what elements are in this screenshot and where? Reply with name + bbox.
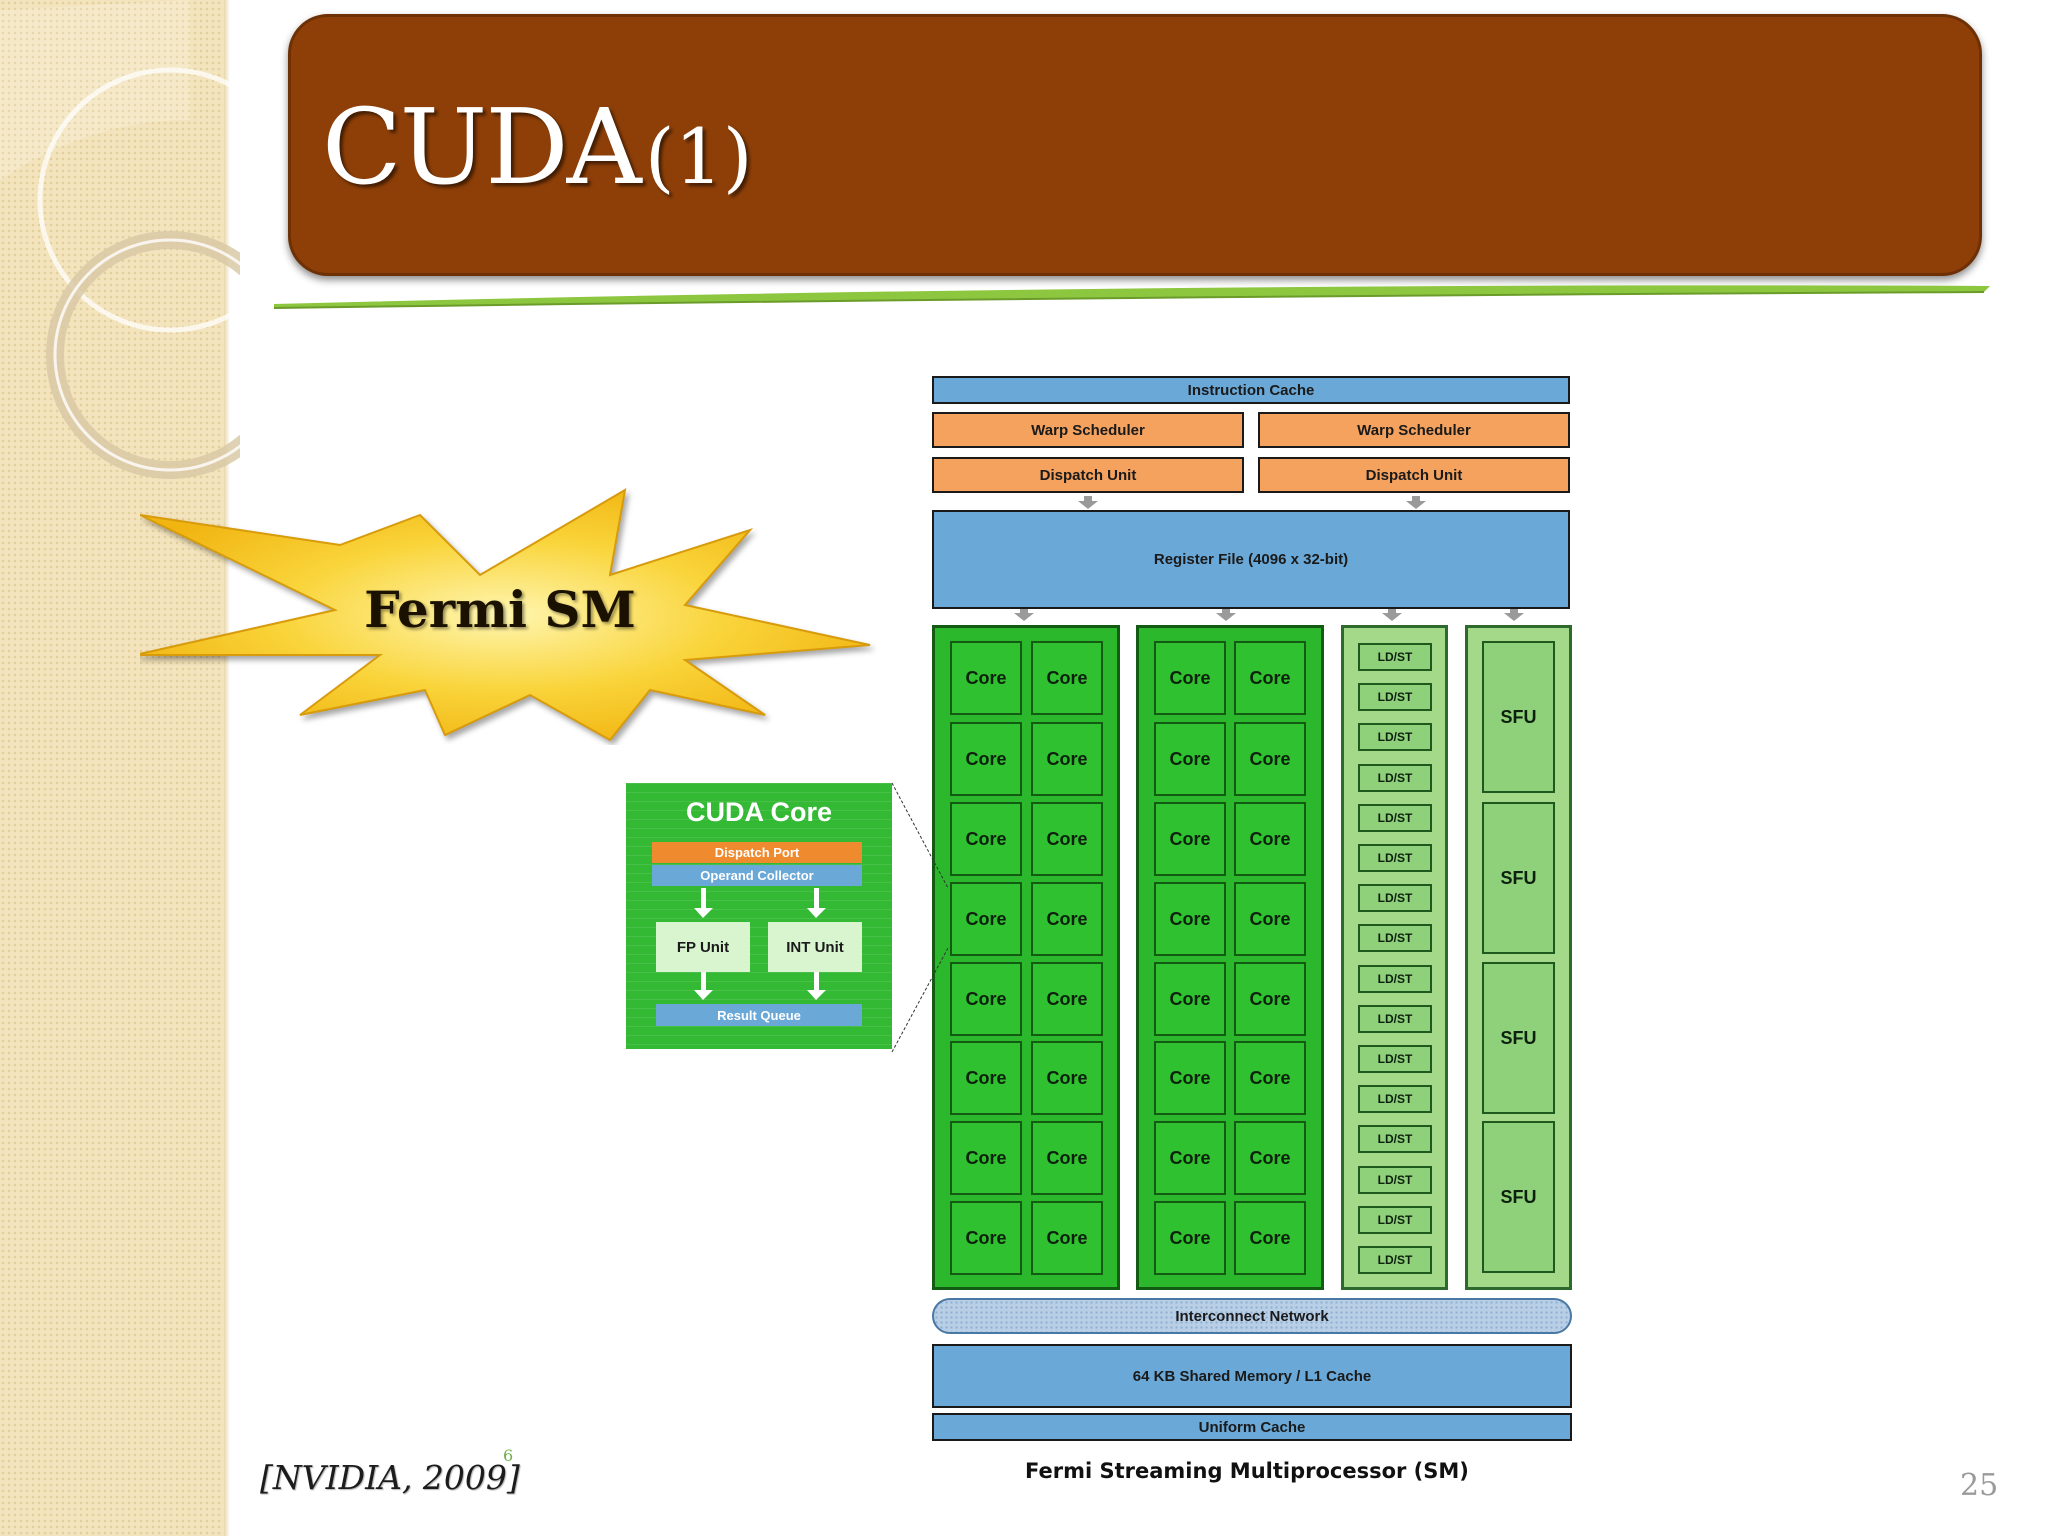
core-unit: Core [950,1041,1022,1115]
warp-scheduler-left: Warp Scheduler [932,412,1244,448]
cuda-core-title: CUDA Core [685,797,832,827]
starburst-shape [140,488,871,742]
core-unit: Core [950,641,1022,715]
ldst-unit: LD/ST [1358,804,1432,832]
core-unit: Core [1234,802,1306,876]
core-unit: Core [1154,1201,1226,1275]
core-unit: Core [950,802,1022,876]
sfu-unit: SFU [1482,802,1555,954]
core-flow-arrows [694,888,826,1000]
ldst-unit: LD/ST [1358,884,1432,912]
sm-caption: Fermi Streaming Multiprocessor (SM) [1025,1459,1469,1483]
core-unit: Core [1234,641,1306,715]
accent-underline [273,285,1990,309]
decorative-rings [0,0,240,479]
ldst-unit: LD/ST [1358,1246,1432,1274]
core-unit: Core [1154,641,1226,715]
core-unit: Core [950,882,1022,956]
core-unit: Core [1154,1121,1226,1195]
uniform-cache: Uniform Cache [932,1413,1572,1441]
core-unit: Core [1031,802,1103,876]
register-file: Register File (4096 x 32-bit) [932,510,1570,609]
int-unit: INT Unit [768,922,862,972]
core-unit: Core [1234,962,1306,1036]
warp-scheduler-right: Warp Scheduler [1258,412,1570,448]
ldst-unit: LD/ST [1358,1206,1432,1234]
dispatch-unit-left: Dispatch Unit [932,457,1244,493]
core-unit: Core [1031,722,1103,796]
core-unit: Core [1154,882,1226,956]
core-unit: Core [1234,882,1306,956]
sfu-unit: SFU [1482,641,1555,793]
result-queue: Result Queue [656,1004,862,1026]
ldst-unit: LD/ST [1358,683,1432,711]
core-unit: Core [950,1121,1022,1195]
instruction-cache: Instruction Cache [932,376,1570,404]
core-unit: Core [1031,1201,1103,1275]
core-unit: Core [1031,882,1103,956]
fp-unit: FP Unit [656,922,750,972]
core-unit: Core [950,1201,1022,1275]
interconnect-network: Interconnect Network [932,1298,1572,1334]
shared-memory-l1-cache: 64 KB Shared Memory / L1 Cache [932,1344,1572,1408]
title-suffix: (1) [644,112,753,201]
ldst-unit: LD/ST [1358,965,1432,993]
title-banner [288,14,1982,276]
core-unit: Core [1154,802,1226,876]
flow-arrows [1014,496,1524,621]
core-unit: Core [1031,641,1103,715]
ldst-unit: LD/ST [1358,643,1432,671]
core-unit: Core [1154,962,1226,1036]
dispatch-unit-right: Dispatch Unit [1258,457,1570,493]
core-unit: Core [1154,1041,1226,1115]
sfu-unit: SFU [1482,1121,1555,1273]
ldst-unit: LD/ST [1358,764,1432,792]
zoom-lines [891,782,949,1053]
slide-title: CUDA (1) [322,86,752,208]
core-unit: Core [1234,1121,1306,1195]
citation-reference: 6 [503,1446,514,1465]
ldst-unit: LD/ST [1358,1045,1432,1073]
ldst-unit: LD/ST [1358,1125,1432,1153]
core-unit: Core [1154,722,1226,796]
operand-collector: Operand Collector [652,865,862,886]
ldst-unit: LD/ST [1358,924,1432,952]
core-unit: Core [1234,722,1306,796]
burst-label: Fermi SM [364,580,636,639]
core-unit: Core [1234,1041,1306,1115]
page-number: 25 [1960,1468,1999,1503]
sfu-unit: SFU [1482,962,1555,1114]
ldst-unit: LD/ST [1358,844,1432,872]
core-unit: Core [1031,962,1103,1036]
core-unit: Core [1031,1121,1103,1195]
ldst-unit: LD/ST [1358,1166,1432,1194]
core-unit: Core [1234,1201,1306,1275]
ldst-unit: LD/ST [1358,723,1432,751]
title-main: CUDA [322,86,642,208]
strip-edge [224,0,230,1536]
core-unit: Core [950,722,1022,796]
citation: [NVIDIA, 2009] [260,1458,520,1497]
core-unit: Core [950,962,1022,1036]
core-unit: Core [1031,1041,1103,1115]
ldst-unit: LD/ST [1358,1085,1432,1113]
dispatch-port: Dispatch Port [652,842,862,863]
ldst-unit: LD/ST [1358,1005,1432,1033]
